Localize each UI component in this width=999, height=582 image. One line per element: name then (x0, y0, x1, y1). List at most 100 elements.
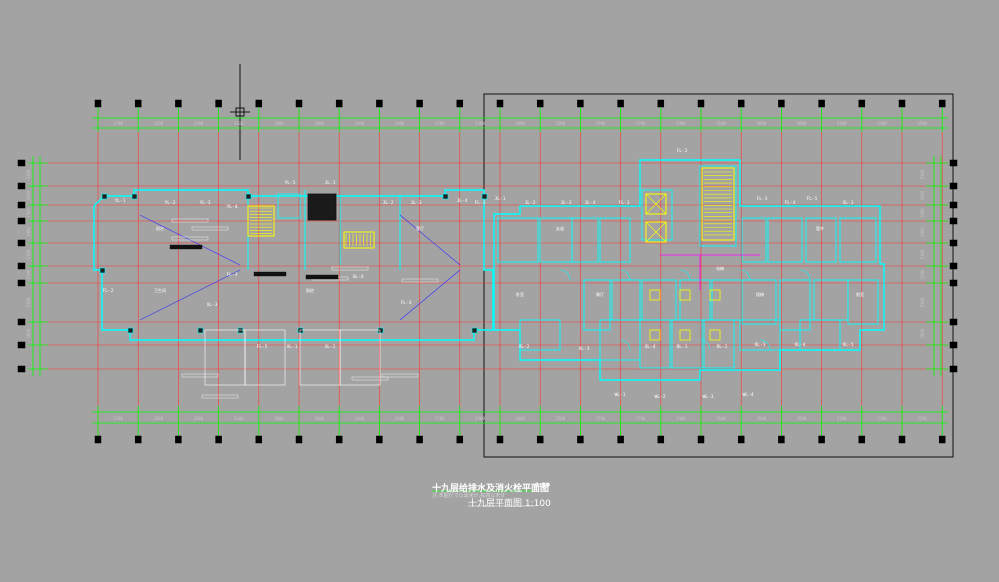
room-wall (571, 217, 599, 263)
riser-label: WL-4 (743, 392, 754, 398)
room-label: 走道 (556, 225, 564, 231)
sanitary-fixture (679, 289, 691, 301)
dimension-text-top: 3300 (475, 121, 485, 126)
riser-label: XL-3 (207, 302, 218, 308)
axis-bubble-right (949, 262, 958, 270)
dimension-text-right: 1800 (920, 190, 925, 200)
drawing-title-scale: 1:50 (535, 482, 550, 489)
axis-bubble-top (496, 99, 504, 108)
riser-label: JL-1 (325, 180, 336, 186)
axis-bubble-top (215, 99, 222, 108)
door-swing (799, 269, 811, 281)
riser-label: RL-5 (843, 342, 854, 348)
axis-bubble-top (456, 99, 464, 108)
riser-label: XL-2 (519, 344, 530, 350)
room-label: 楼梯 (756, 291, 764, 297)
stair-left (247, 205, 275, 237)
column (481, 193, 488, 200)
dimension-text-top: 2600 (314, 121, 324, 126)
dimension-text-bottom: 3200 (153, 416, 163, 421)
dimension-text-bottom: 3300 (475, 416, 485, 421)
dimension-text-top: 2100 (435, 121, 445, 126)
axis-bubble-left (17, 201, 26, 209)
riser-label: JL-2 (383, 200, 394, 206)
dimension-text-top: 2700 (636, 121, 646, 126)
dimension-text-top: 2600 (274, 121, 284, 126)
column (197, 327, 204, 334)
riser-label: FL-5 (257, 344, 268, 350)
dimension-text-bottom: 2600 (756, 416, 766, 421)
axis-bubble-right (949, 159, 958, 167)
riser-label: WL-2 (655, 394, 666, 400)
stair-right (701, 167, 735, 241)
room-wall (641, 189, 673, 241)
dimension-text-right: 1500 (920, 208, 925, 218)
dimension-text-top: 3200 (153, 121, 163, 126)
axis-bubble-bottom (94, 435, 102, 444)
dimension-text-bottom: 2200 (555, 416, 565, 421)
dimension-text-top: 2600 (756, 121, 766, 126)
axis-bubble-top (175, 99, 182, 108)
room-wall (671, 319, 703, 369)
dimension-text-bottom: 3300 (395, 416, 405, 421)
room-label: 阳台 (156, 225, 164, 231)
dimension-text-top: 3300 (676, 121, 686, 126)
pipe-note-dark (169, 244, 203, 250)
sanitary-fixture (709, 289, 721, 301)
pipe-note (331, 266, 369, 271)
axis-bubble-bottom (376, 435, 383, 444)
axis-bubble-bottom (456, 435, 464, 444)
room-label: 客厅 (416, 225, 424, 231)
riser-label: FL-2 (103, 288, 114, 294)
axis-bubble-left (17, 217, 26, 225)
room-label: 管井 (816, 225, 824, 231)
pipe-note-dark (305, 274, 339, 280)
room-wall (741, 217, 767, 263)
dimension-text-top: 3100 (234, 121, 244, 126)
column (131, 193, 138, 200)
riser-label: XL-4 (353, 274, 364, 280)
room-wall (739, 319, 781, 351)
riser-label: FL-4 (401, 300, 412, 306)
dimension-text-left: 3300 (26, 297, 31, 307)
drawing-title: 十九层给排水及消火栓平面图 (432, 484, 550, 494)
room-label: 卫生间 (154, 287, 166, 293)
elevator-cross (645, 221, 667, 243)
column (101, 193, 108, 200)
axis-bubble-right (949, 217, 958, 225)
riser-label: JL-4 (457, 198, 468, 204)
axis-bubble-bottom (295, 435, 303, 444)
dimension-text-top: 2600 (797, 121, 807, 126)
door-swing (699, 339, 711, 351)
room-wall (767, 217, 803, 263)
dimension-text-left: 2100 (26, 249, 31, 259)
room-wall (805, 217, 837, 263)
axis-bubble-bottom (335, 435, 343, 444)
room-wall (839, 217, 877, 263)
dimension-text-bottom: 3300 (877, 416, 887, 421)
dimension-text-bottom: 2600 (274, 416, 284, 421)
riser-label: WL-1 (615, 392, 626, 398)
pipe-note (351, 376, 389, 381)
door-swing (619, 269, 631, 281)
riser-label: JL-3 (561, 200, 572, 206)
axis-bubble-top (255, 99, 263, 108)
door-swing (559, 269, 571, 281)
elevator (645, 221, 667, 243)
riser-label: RL-1 (677, 344, 688, 350)
riser-label: YL-3 (200, 200, 211, 206)
dimension-text-top: 3300 (194, 121, 204, 126)
dimension-text-left: 1500 (26, 269, 31, 279)
dimension-text-bottom: 2600 (515, 416, 525, 421)
room-wall (519, 319, 561, 351)
axis-bubble-top (577, 99, 584, 108)
dimension-text-top: 3100 (837, 121, 847, 126)
door-swing (739, 269, 751, 281)
riser-label: FL-3 (227, 272, 238, 278)
riser-label: XL-4 (645, 344, 656, 350)
elevator (645, 193, 667, 215)
axis-bubble-right (949, 201, 958, 209)
axis-bubble-top (416, 99, 423, 108)
